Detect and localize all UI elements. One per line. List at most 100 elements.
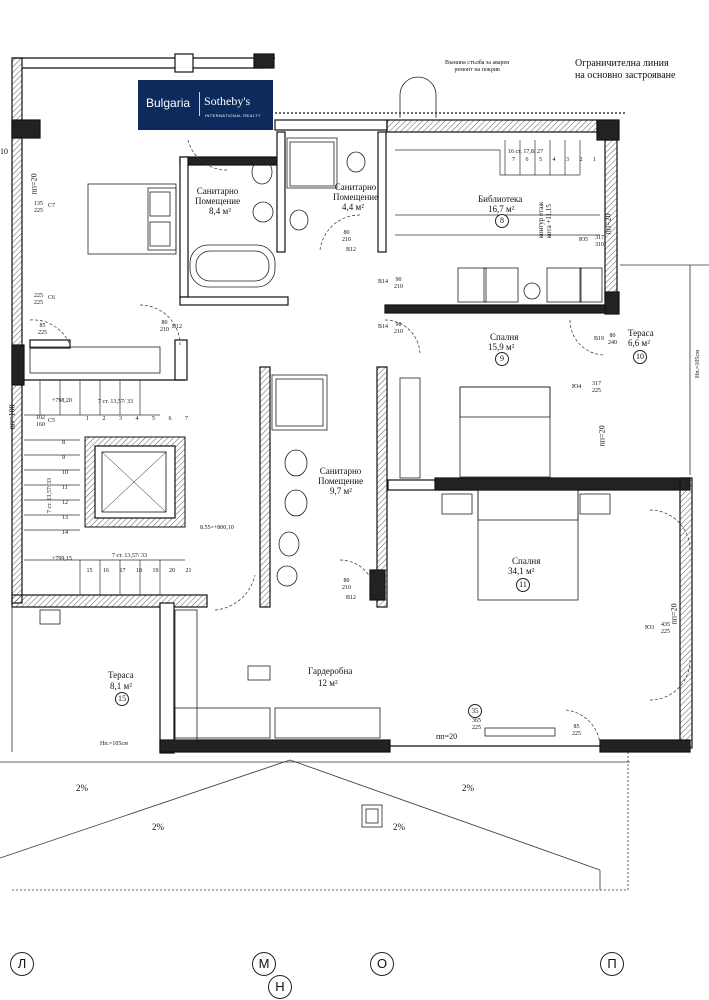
mark-yo5-dim: 317 310: [595, 235, 604, 248]
sill-left: пп=20: [29, 173, 39, 195]
logo-brand-right: Sotheby's: [204, 94, 251, 108]
room-bath1-name: Санитарно Помещение: [195, 186, 241, 206]
level-mark-2: +799,15: [52, 556, 72, 562]
roof-outline: [0, 264, 709, 891]
mark-c7-dim: 135 225: [34, 201, 43, 214]
mark-b12b-dim: 80 210: [342, 230, 351, 243]
axis-marker-n: Н: [268, 975, 292, 999]
sill-bedroom: пп=20: [597, 425, 607, 447]
room-terrace15-name: Тераса: [108, 670, 134, 680]
stair-step-number: 11: [62, 485, 68, 491]
sothebys-logo: Bulgaria Sotheby's INTERNATIONAL REALTY: [138, 80, 273, 130]
stair-flight-b: 7 ст. 13,57/ 33: [47, 477, 53, 513]
mark-yo3-dim: 435 225: [661, 622, 670, 635]
room-bath1-area: 8,4 м²: [209, 206, 231, 216]
mark-b14a-dim: 90 210: [394, 277, 403, 290]
sill-library: пп=20: [603, 213, 613, 235]
room-terrace15-area: 8,1 м²: [110, 681, 132, 691]
stair-flight-c: 7 ст. 13,57/ 33: [112, 553, 148, 559]
mark-b12c: B12: [346, 595, 357, 601]
door-swings: [29, 139, 691, 746]
stair-step-number: 10: [62, 470, 68, 476]
logo-brand-left: Bulgaria: [146, 96, 191, 110]
roof-slope-4: 2%: [393, 822, 405, 832]
mark-b12b: B12: [346, 247, 357, 253]
room-library-number: 8: [495, 214, 509, 228]
room-wardrobe-area: 12 м²: [318, 678, 338, 688]
level-mark-1: +798,20: [52, 398, 72, 404]
mark-b14b-dim: 90 210: [394, 322, 403, 335]
mark-b14a: B14: [378, 279, 389, 285]
room-terrace10-name: Тераса: [628, 328, 654, 338]
room-bedroom11-number: 11: [516, 578, 530, 592]
mark-b19-dim: 80 240: [608, 333, 617, 346]
logo-brand-sub: INTERNATIONAL REALTY: [205, 113, 261, 118]
mark-b14b: B14: [378, 324, 389, 330]
elevator-shaft: [84, 436, 186, 528]
room-terrace10-area: 6,6 м²: [628, 338, 650, 348]
mark-c5: C5: [48, 418, 56, 424]
interior-walls: [11, 131, 693, 754]
roof-slope-3: 2%: [462, 783, 474, 793]
axis-marker-o: О: [370, 952, 394, 976]
stair-steps-top: 1 2 3 4 5 6 7: [86, 416, 188, 422]
room-bath2-area: 4,4 м²: [342, 202, 364, 212]
mark-c7: C7: [48, 203, 56, 209]
mark-b19: B19: [594, 336, 605, 342]
roof-ladder-note: Външна стълба за аварен ремонт на покрив: [445, 60, 510, 73]
room-bath2-name: Санитарно Помещение: [333, 182, 379, 202]
stair-step-number: 9: [62, 455, 65, 461]
logo-separator: [199, 92, 200, 116]
stair-flight-a: 7 ст. 13,57/ 33: [98, 399, 134, 405]
parapet-right: Нп.=105см: [695, 350, 701, 378]
room-bedroom9-area: 15,9 м²: [488, 342, 515, 352]
stair-step-number: 13: [62, 515, 68, 521]
mark-35-dim: 365 225: [472, 718, 481, 731]
mark-door-85: 85 225: [38, 323, 47, 336]
furniture: [29, 76, 611, 828]
room-terrace15-number: 15: [115, 692, 129, 706]
boundary-note: Ограничителна линия на основно застроява…: [575, 58, 676, 81]
room-library-area: 16,7 м²: [488, 204, 515, 214]
room-terrace10-number: 10: [633, 350, 647, 364]
axis-marker-p: П: [600, 952, 624, 976]
edge-mark: 10: [0, 147, 8, 156]
stair-step-number: 14: [62, 530, 68, 536]
stair-step-number: 12: [62, 500, 68, 506]
sill-right: пп=20: [669, 603, 679, 625]
level-mark-3: 8.55=+800,10: [200, 525, 234, 531]
stair-steps-bottom: 15 16 17 18 19 20 21: [86, 568, 192, 574]
mark-35: 35: [468, 704, 482, 718]
stair-top-flight: 16 ст. 17,8/ 27: [508, 149, 544, 155]
mark-c6-dim: 225 225: [34, 293, 43, 306]
room-bedroom11-area: 34,1 м²: [508, 566, 535, 576]
room-wardrobe-name: Гардеробна: [308, 666, 353, 676]
mark-yo4: Ю4: [572, 384, 582, 390]
room-bedroom9-name: Спалня: [490, 332, 519, 342]
sill-stair: пп=100: [7, 404, 17, 430]
room-bedroom11-name: Спалня: [512, 556, 541, 566]
stair-step-number: 8: [62, 440, 65, 446]
mark-b12a: B12: [172, 324, 183, 330]
sill-bottom: пп=20: [436, 732, 458, 741]
room-library-name: Библиотека: [478, 194, 523, 204]
mark-yo5: Ю5: [579, 237, 589, 243]
stair-steps: [24, 140, 600, 595]
roof-slope-2: 2%: [152, 822, 164, 832]
axis-marker-l: Л: [10, 952, 34, 976]
room-bath3-area: 9,7 м²: [330, 486, 352, 496]
mark-c6: C6: [48, 295, 56, 301]
exterior-walls: [11, 53, 625, 604]
floor-contour-note: контур етаж кота +11,15: [537, 201, 553, 238]
mark-yo4-dim: 317 225: [592, 381, 601, 394]
mark-yo3: Ю3: [645, 625, 655, 631]
stair-steps-library: 7 6 5 4 3 2 1: [512, 157, 596, 163]
mark-door-85b: 85 225: [572, 724, 581, 737]
roof-slope-1: 2%: [76, 783, 88, 793]
room-bath3-name: Санитарно Помещение: [318, 466, 364, 486]
mark-b12c-dim: 80 210: [342, 578, 351, 591]
mark-b12a-dim: 80 210: [160, 320, 169, 333]
axis-marker-m: М: [252, 952, 276, 976]
parapet-left: Нп.=105см: [100, 741, 128, 747]
